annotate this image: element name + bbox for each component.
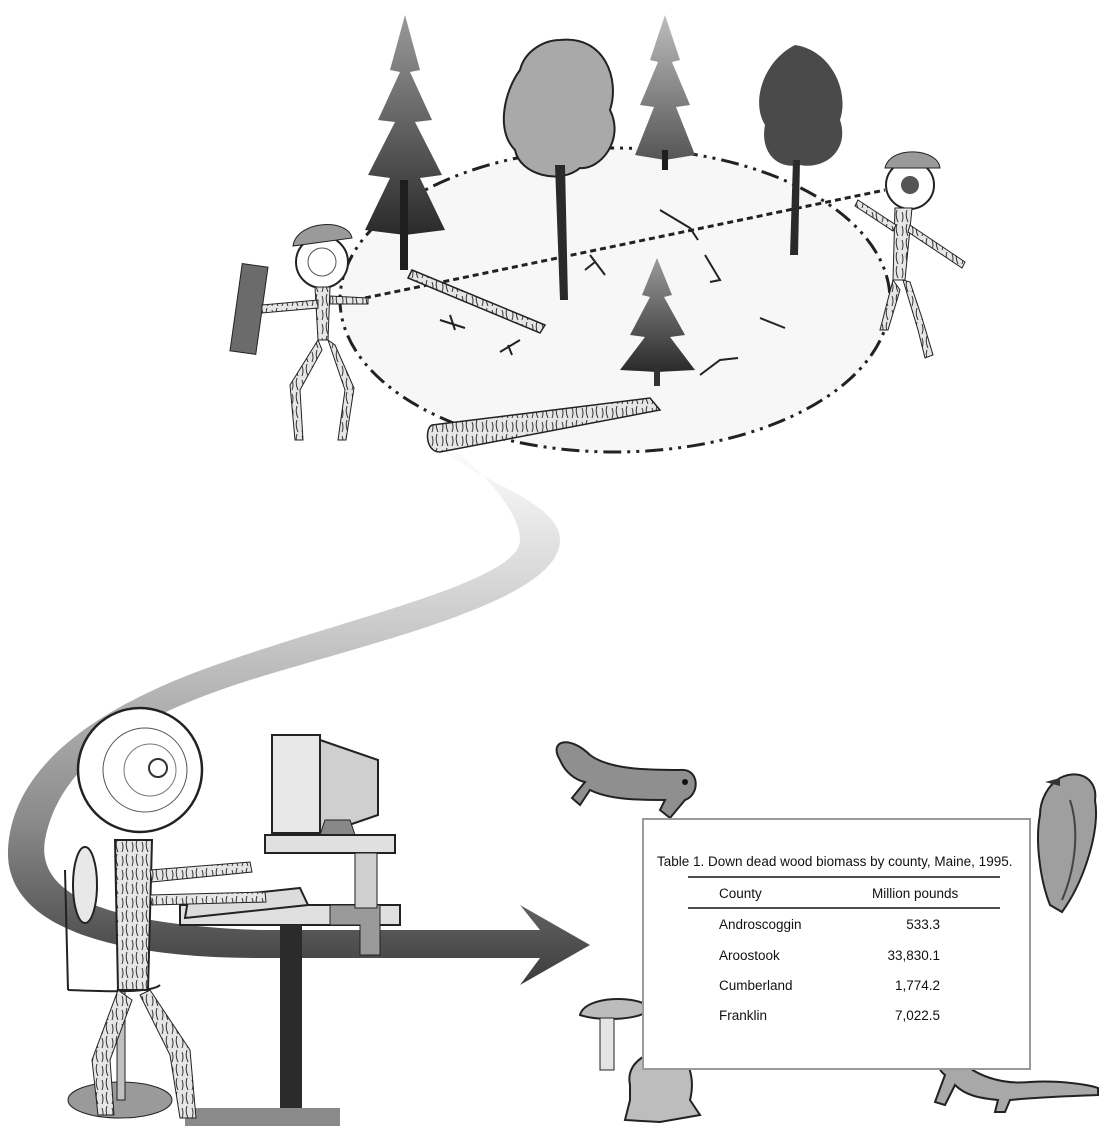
stick-figure-icon — [229, 224, 369, 441]
table-cell-county: Aroostook — [719, 948, 780, 963]
squirrel-icon — [555, 741, 697, 820]
woodpecker-icon — [1021, 773, 1097, 914]
tree-icon — [635, 15, 695, 170]
seated-figure-icon — [64, 706, 267, 1119]
tree-icon — [759, 45, 843, 255]
data-table-panel: Table 1. Down dead wood biomass by count… — [642, 818, 1031, 1070]
table-header-value: Million pounds — [872, 886, 959, 901]
tree-icon — [365, 15, 445, 270]
table-cell-county: Franklin — [719, 1008, 767, 1023]
table-cell-county: Cumberland — [719, 978, 793, 993]
computer-icon — [183, 734, 396, 920]
table-header-county: County — [719, 886, 762, 901]
table-cell-value: 7,022.5 — [895, 1008, 940, 1023]
tree-icon — [502, 38, 616, 300]
table-cell-value: 33,830.1 — [887, 948, 940, 963]
stick-figure-icon — [854, 151, 966, 359]
table-cell-value: 1,774.2 — [895, 978, 940, 993]
mushroom-icon — [578, 998, 652, 1071]
twig-debris — [439, 209, 786, 376]
table-cell-value: 533.3 — [906, 917, 940, 932]
log-icon — [426, 397, 662, 453]
table-caption: Table 1. Down dead wood biomass by count… — [657, 854, 1012, 869]
log-icon — [406, 269, 547, 334]
table-cell-county: Androscoggin — [719, 917, 802, 932]
tree-icon — [620, 258, 695, 386]
